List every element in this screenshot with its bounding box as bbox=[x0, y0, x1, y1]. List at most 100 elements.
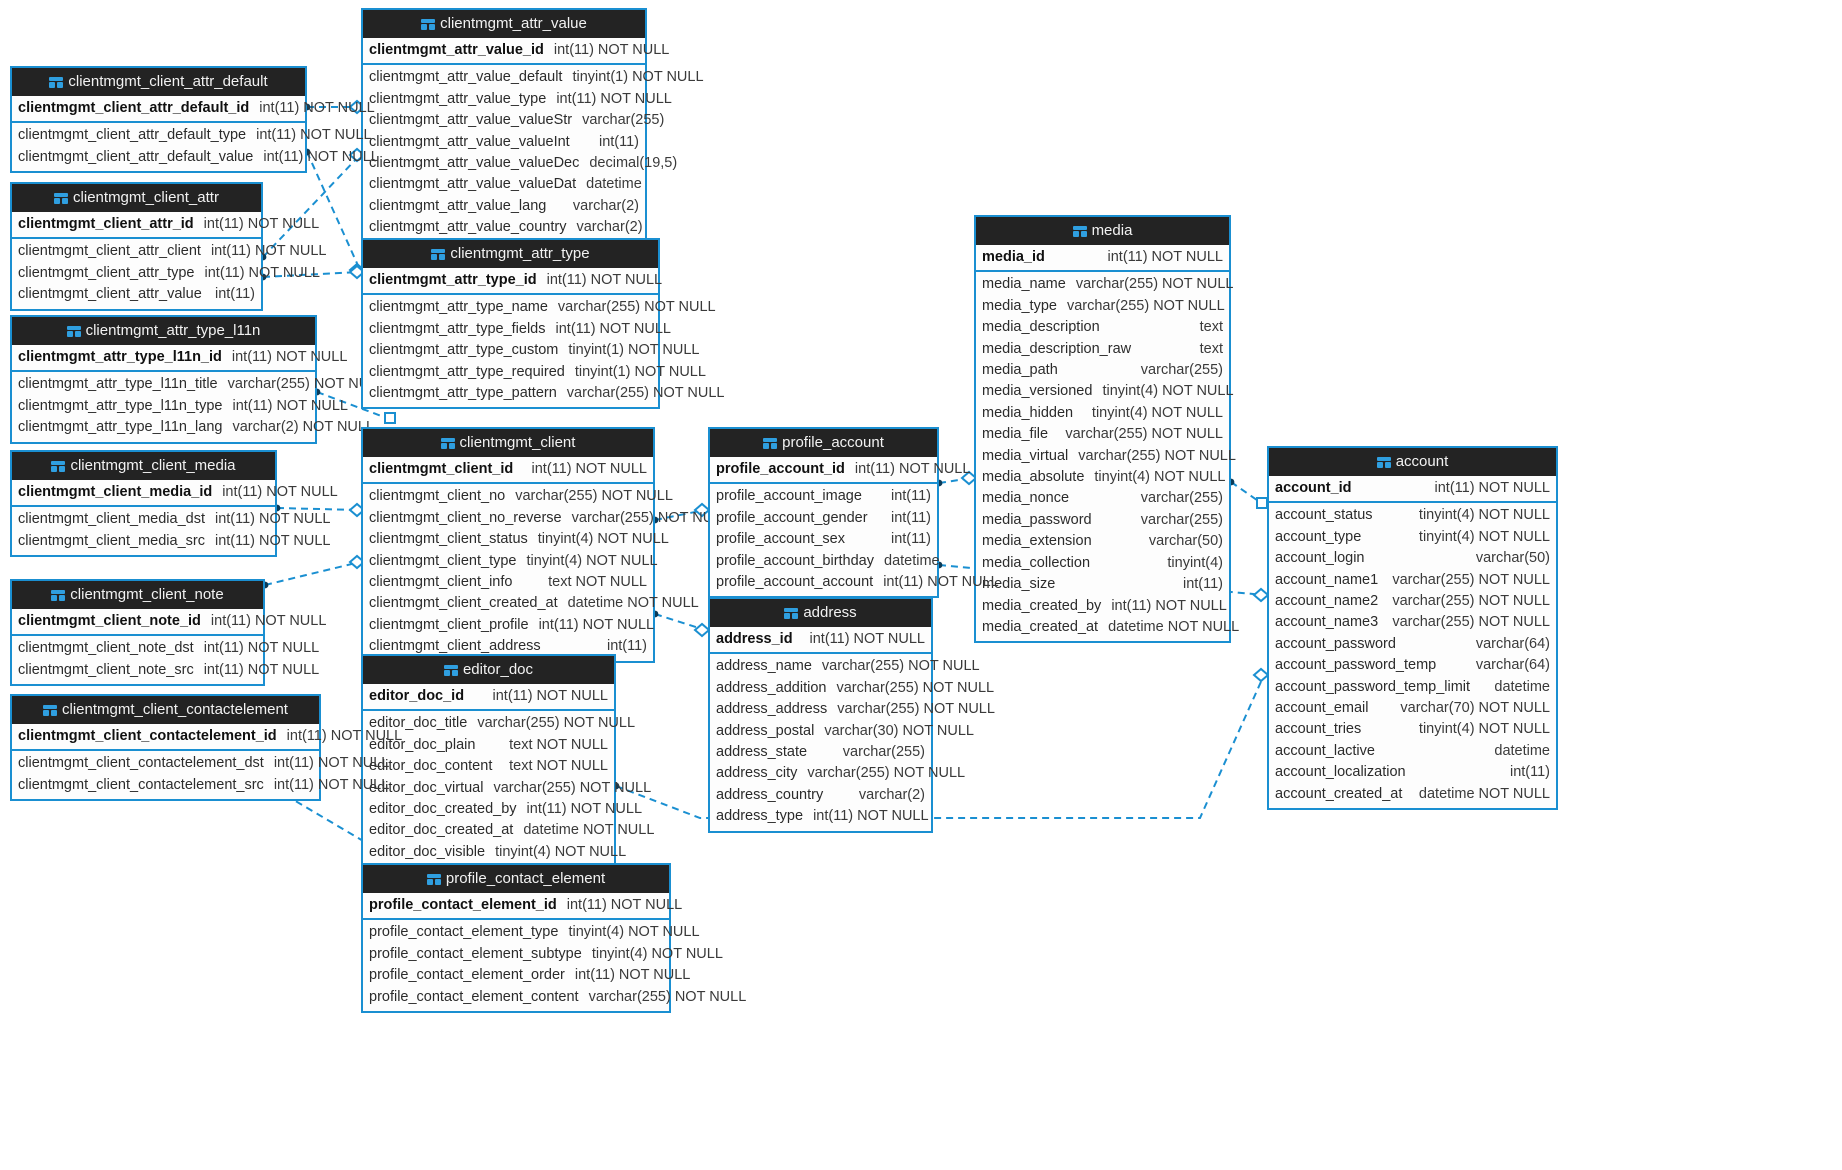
column-name: profile_account_gender bbox=[716, 509, 868, 526]
entity-header[interactable]: clientmgmt_attr_type bbox=[363, 240, 658, 268]
column-name: clientmgmt_attr_type_required bbox=[369, 363, 565, 380]
column-name: clientmgmt_attr_type_pattern bbox=[369, 385, 557, 402]
entity-header[interactable]: clientmgmt_attr_value bbox=[363, 10, 645, 38]
entity-header[interactable]: account bbox=[1269, 448, 1556, 476]
column-type: datetime NOT NULL bbox=[1108, 618, 1240, 635]
column-type: int(11) NOT NULL bbox=[273, 755, 390, 772]
column-type: varchar(255) NOT NULL bbox=[1392, 571, 1550, 588]
column-type: varchar(64) bbox=[1475, 657, 1550, 674]
column-type: varchar(255) NOT NULL bbox=[515, 488, 673, 505]
entity-header[interactable]: editor_doc bbox=[363, 656, 614, 684]
column-type: int(11) bbox=[1509, 764, 1550, 781]
column-name: media_extension bbox=[982, 533, 1092, 550]
column-type: datetime NOT NULL bbox=[567, 595, 699, 612]
column-type: varchar(255) NOT NULL bbox=[1066, 297, 1225, 314]
column-type: text NOT NULL bbox=[509, 736, 608, 753]
column-type: varchar(2) bbox=[576, 219, 643, 236]
column-name: profile_contact_element_id bbox=[369, 897, 557, 913]
entity-header[interactable]: clientmgmt_client_attr_default bbox=[12, 68, 305, 96]
entity-header[interactable]: clientmgmt_client_note bbox=[12, 581, 263, 609]
column-type: varchar(255) NOT NULL bbox=[1078, 447, 1236, 464]
column-name: clientmgmt_client_attr_default_value bbox=[18, 148, 254, 165]
column-name: media_virtual bbox=[982, 447, 1069, 464]
entity-title: address bbox=[803, 604, 857, 621]
column-type: tinyint(4) NOT NULL bbox=[591, 945, 723, 962]
entity-header[interactable]: clientmgmt_attr_type_l11n bbox=[12, 317, 315, 345]
entity-header[interactable]: clientmgmt_client_contactelement bbox=[12, 696, 319, 724]
entity-header[interactable]: address bbox=[710, 599, 931, 627]
entity-title: clientmgmt_client_contactelement bbox=[62, 701, 288, 718]
column-name: media_name bbox=[982, 276, 1066, 293]
entity-header[interactable]: profile_account bbox=[710, 429, 937, 457]
column-type: int(11) NOT NULL bbox=[553, 42, 670, 58]
entity-header[interactable]: clientmgmt_client_attr bbox=[12, 184, 261, 212]
entity-header[interactable]: profile_contact_element bbox=[363, 865, 669, 893]
table-icon bbox=[43, 705, 58, 716]
entity-header[interactable]: media bbox=[976, 217, 1229, 245]
relation-diamond-marker bbox=[693, 622, 711, 638]
entity-table-clientmgmt_client_attr_default[interactable]: clientmgmt_client_attr_default clientmgmt… bbox=[10, 66, 379, 174]
column-name: account_tries bbox=[1275, 721, 1362, 738]
entity-table-profile_contact_element[interactable]: profile_contact_element profile_contact_e… bbox=[361, 863, 746, 1014]
column-type: varchar(2) bbox=[572, 197, 639, 214]
entity-table-clientmgmt_client_contactelement[interactable]: clientmgmt_client_contactelement clientmg… bbox=[10, 694, 402, 802]
column-type: int(11) NOT NULL bbox=[813, 808, 929, 825]
column-type: tinyint(4) NOT NULL bbox=[1418, 507, 1550, 524]
column-type: int(11) NOT NULL bbox=[210, 243, 327, 260]
column-name: address_addition bbox=[716, 679, 827, 696]
column-name: media_description_raw bbox=[982, 340, 1132, 357]
column-type: varchar(255) NOT NULL bbox=[493, 779, 652, 796]
column-type: tinyint(4) NOT NULL bbox=[495, 843, 627, 860]
entity-header[interactable]: clientmgmt_client_media bbox=[12, 452, 275, 480]
column-type: int(11) bbox=[890, 531, 931, 548]
table-icon bbox=[1072, 226, 1087, 237]
column-name: clientmgmt_attr_value_type bbox=[369, 90, 547, 107]
column-name: account_name3 bbox=[1275, 614, 1379, 631]
column-type: int(11) NOT NULL bbox=[574, 967, 691, 984]
column-name: editor_doc_plain bbox=[369, 736, 476, 753]
column-name: media_file bbox=[982, 426, 1049, 443]
entity-table-clientmgmt_client_note[interactable]: clientmgmt_client_note clientmgmt_client_… bbox=[10, 579, 326, 687]
table-icon bbox=[443, 665, 458, 676]
column-type: varchar(30) NOT NULL bbox=[824, 722, 974, 739]
column-name: clientmgmt_client_note_dst bbox=[18, 640, 194, 657]
column-name: account_created_at bbox=[1275, 785, 1403, 802]
entity-header[interactable]: clientmgmt_client bbox=[363, 429, 653, 457]
column-name: clientmgmt_client_no_reverse bbox=[369, 509, 562, 526]
column-name: address_state bbox=[716, 744, 808, 761]
